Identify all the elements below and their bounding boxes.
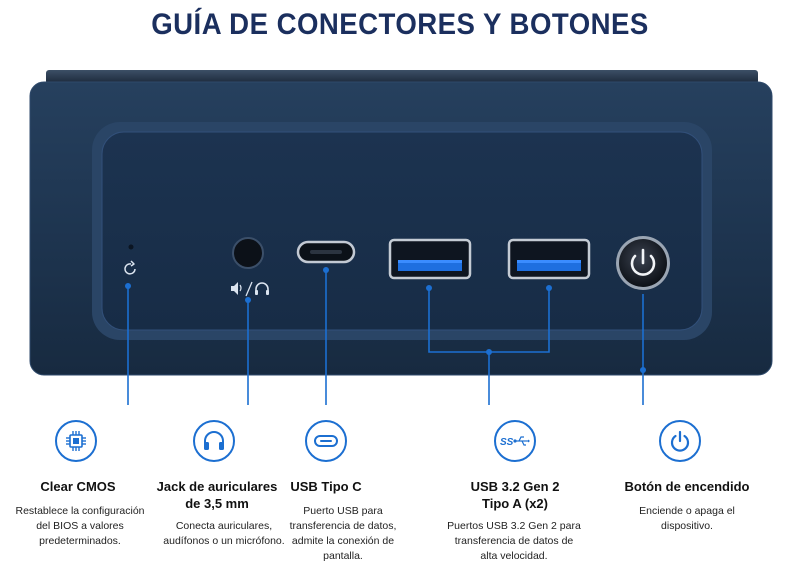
power-icon	[670, 430, 690, 452]
power-label: Botón de encendido	[624, 479, 750, 494]
usb-ss-icon: SS	[500, 436, 530, 448]
audio-jack-glyph	[231, 281, 269, 297]
page-title: GUÍA DE CONECTORES Y BOTONES	[151, 8, 649, 41]
device-top-lid	[46, 70, 758, 84]
usb-a-port-2	[507, 238, 591, 280]
callout-lines	[127, 270, 644, 405]
headphones-icon	[204, 431, 224, 450]
usb-c-icon-badge	[305, 420, 347, 462]
usb-a-label: USB 3.2 Gen 2 Tipo A (x2)	[470, 479, 560, 511]
clear-cmos-icon-badge	[55, 420, 97, 462]
usb-a-port-1	[388, 238, 472, 280]
usb-a-icon-badge: SS	[494, 420, 536, 462]
power-description: Enciende o apaga el dispositivo.	[639, 505, 735, 532]
cmos-reset-hole	[128, 244, 134, 250]
usb-c-description: Puerto USB para transferencia de datos, …	[289, 505, 397, 562]
power-icon-badge	[659, 420, 701, 462]
audio-jack-label: Jack de auriculares de 3,5 mm	[156, 479, 278, 511]
audio-jack	[232, 237, 264, 269]
svg-text:SS: SS	[500, 437, 514, 448]
cmos-reset-glyph	[124, 260, 136, 275]
audio-jack-icon-badge	[193, 420, 235, 462]
usb-a-description: Puertos USB 3.2 Gen 2 para transferencia…	[447, 520, 581, 562]
clear-cmos-description: Restablece la configuración del BIOS a v…	[15, 505, 145, 547]
chip-icon	[66, 431, 86, 451]
clear-cmos-label: Clear CMOS	[40, 479, 116, 494]
audio-jack-description: Conecta auriculares, audífonos o un micr…	[163, 520, 285, 547]
usb-c-label: USB Tipo C	[290, 479, 362, 494]
device-panel	[101, 131, 703, 331]
usb-c-icon	[314, 435, 338, 447]
